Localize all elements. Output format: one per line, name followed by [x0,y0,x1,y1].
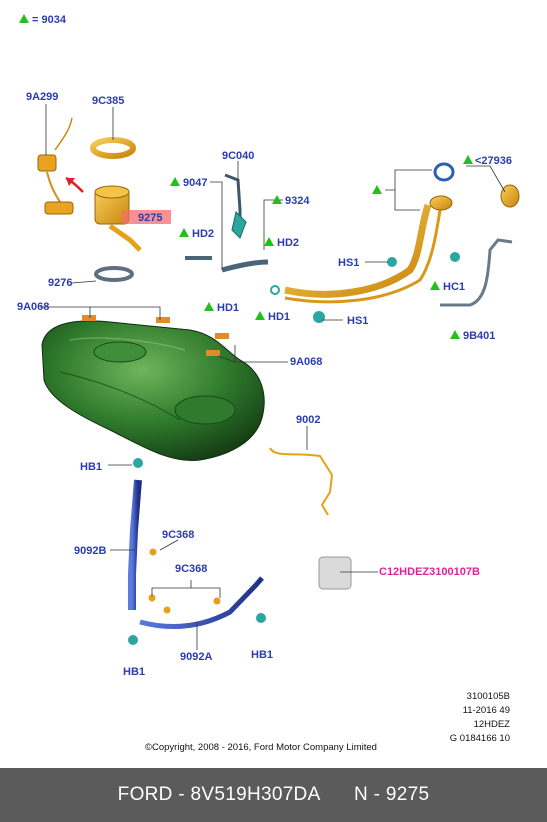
label-HB1-right[interactable]: HB1 [251,649,274,661]
label-9A068-left[interactable]: 9A068 [17,301,50,313]
leader-lines [40,104,506,650]
meta-line-2: 11-2016 49 [462,705,510,716]
tank-straps [128,458,266,645]
label-HD1-right[interactable]: HD1 [268,311,291,323]
fuel-tank [41,320,265,462]
triangle-HD2-left-icon [179,228,189,237]
meta-line-3: 12HDEZ [473,719,510,730]
parts-diagram [37,104,520,650]
triangle-HC1-icon [430,281,440,290]
label-HB1-top[interactable]: HB1 [80,461,103,473]
label-27936[interactable]: <27936 [475,155,513,167]
label-9002[interactable]: 9002 [296,414,321,426]
filler-pipe [284,162,520,304]
label-HS1-left[interactable]: HS1 [338,257,360,269]
label-HD2-left[interactable]: HD2 [192,228,215,240]
label-HD1-left[interactable]: HD1 [217,302,240,314]
label-C12HDEZ3100107B[interactable]: C12HDEZ3100107B [379,566,480,578]
footer-brand: FORD [117,784,173,805]
highlight-9275 [122,210,171,224]
vent-hoses [185,173,513,323]
triangle-HD1-left-icon [204,302,214,311]
label-9C368-b[interactable]: 9C368 [175,563,208,575]
label-9A299[interactable]: 9A299 [26,91,59,103]
label-9C368-a[interactable]: 9C368 [162,529,195,541]
clips-9A068 [82,315,229,356]
label-9275[interactable]: 9275 [138,212,163,224]
triangle-HD1-right-icon [255,311,265,320]
label-9A068-right[interactable]: 9A068 [290,356,323,368]
footer-gap [321,784,354,806]
label-9C385[interactable]: 9C385 [92,95,125,107]
triangle-filler-icon [372,185,382,194]
label-HS1-right[interactable]: HS1 [347,315,369,327]
legend-triangle-icon [19,14,29,23]
label-9047[interactable]: 9047 [183,177,208,189]
triangle-9B401-icon [450,330,460,339]
legend-text: = 9034 [32,14,66,26]
label-9092A[interactable]: 9092A [180,651,213,663]
triangle-HD2-right-icon [264,237,274,246]
label-HC1[interactable]: HC1 [443,281,466,293]
triangle-9324-icon [272,195,282,204]
label-HD2-right[interactable]: HD2 [277,237,300,249]
footer-sep: - [172,784,191,805]
meta-line-4: G 0184166 10 [449,733,510,744]
label-9B401[interactable]: 9B401 [463,330,496,342]
label-9276[interactable]: 9276 [48,277,73,289]
level-sender [37,117,84,215]
triangle-9047-icon [170,177,180,186]
label-9324[interactable]: 9324 [285,195,310,207]
triangle-27936-icon [463,155,473,164]
fuel-line-9002 [269,447,352,590]
footer-part-number: 8V519H307DA [190,784,321,805]
copyright: ©Copyright, 2008 - 2016, Ford Motor Comp… [145,742,377,753]
footer-ref: N - 9275 [354,784,430,805]
footer-bar: FORD - 8V519H307DA N - 9275 [0,768,547,822]
label-9092B[interactable]: 9092B [74,545,107,557]
label-HB1-bottom[interactable]: HB1 [123,666,146,678]
label-9C040[interactable]: 9C040 [222,150,255,162]
meta-line-1: 3100105B [466,691,510,702]
